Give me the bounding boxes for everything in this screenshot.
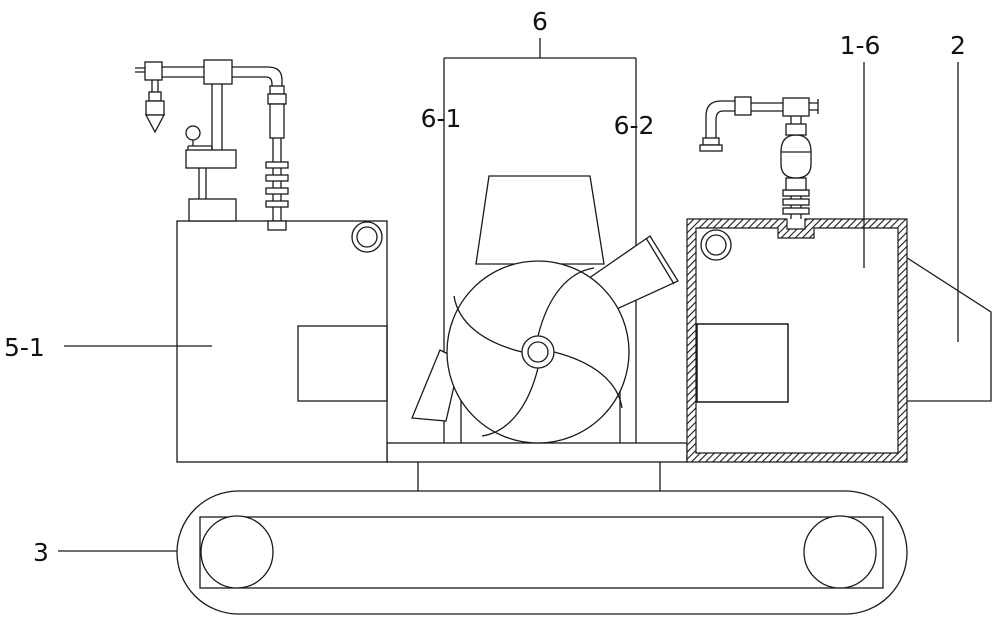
impeller-hub-inner: [527, 341, 549, 363]
track-outer: [176, 490, 908, 615]
left-nozzle-tip: [144, 114, 166, 134]
left-inner-block: [297, 325, 388, 402]
label-1-6: 1-6: [840, 31, 881, 60]
left-track-wheel: [200, 515, 274, 589]
right-inner-block: [696, 323, 789, 403]
left-base-plate: [188, 198, 237, 222]
left-pipe-sleeve: [269, 103, 285, 139]
label-6-1: 6-1: [421, 104, 462, 133]
label-5-1: 5-1: [4, 333, 45, 362]
impeller-blades: [453, 267, 623, 437]
hatched-tank-wall: [686, 218, 908, 463]
left-gauge-knob: [185, 125, 201, 141]
tail-section-2: [900, 252, 992, 402]
left-head-block: [203, 59, 233, 85]
label-assembly-6: 6: [532, 7, 548, 36]
right-unit: [686, 96, 992, 463]
label-3: 3: [33, 538, 49, 567]
chassis-platform: [386, 442, 688, 463]
label-6-2: 6-2: [614, 111, 655, 140]
track-inner: [199, 516, 884, 589]
left-collar: [185, 149, 237, 169]
hopper: [475, 175, 605, 265]
right-track-wheel: [803, 515, 877, 589]
left-housing: [176, 220, 388, 463]
right-valve-bulb: [780, 134, 812, 179]
left-nozzle-joint: [144, 61, 163, 81]
right-inner-block-overlay: [696, 323, 789, 403]
callout-lines: [58, 62, 959, 552]
left-unit: [135, 59, 388, 463]
middle-unit: [411, 38, 679, 444]
left-pulley-inner: [356, 226, 378, 248]
right-nozzle-cap: [699, 144, 723, 152]
right-head-block: [782, 97, 810, 117]
reference-labels: 6 6-1 6-2 1-6 2 5-1 3: [4, 7, 966, 567]
right-pulley-inner: [705, 234, 727, 256]
label-2: 2: [950, 31, 966, 60]
platform-beam: [386, 442, 688, 463]
crawler-track: [176, 462, 908, 615]
